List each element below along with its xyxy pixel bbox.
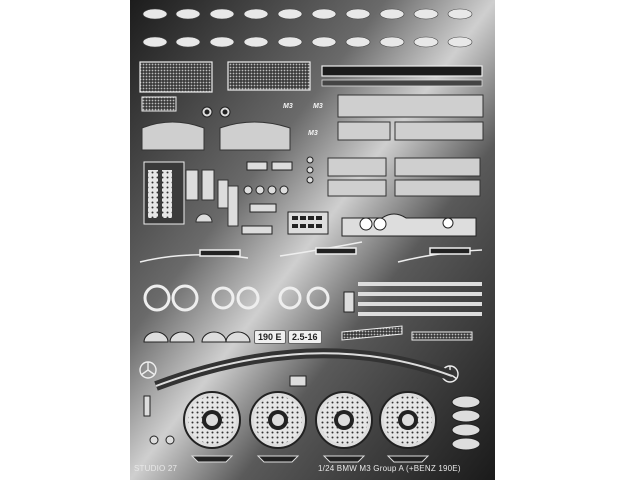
m3-badge-3: M3 [308, 130, 318, 137]
small-parts-left [143, 395, 175, 445]
brake-disc-1 [183, 391, 241, 449]
m3-badge-1: M3 [283, 103, 293, 110]
brake-disc-2 [249, 391, 307, 449]
window-panel-3 [394, 121, 484, 141]
mesh-strip-right [411, 331, 473, 341]
trim-strip-long-2 [321, 79, 483, 87]
caliper-bases [190, 455, 430, 463]
dash-panel-right [219, 121, 291, 151]
pedal-assembly [143, 161, 239, 227]
plate-190e: 190 E [254, 330, 286, 344]
mesh-strip-left [341, 325, 403, 341]
plate-2-5-16: 2.5-16 [288, 330, 322, 344]
window-panel-4 [327, 157, 387, 177]
brand-label: STUDIO 27 [134, 464, 178, 473]
window-panel-7 [394, 179, 481, 197]
brake-disc-3 [315, 391, 373, 449]
window-panel-2 [337, 121, 391, 141]
dash-panel-left [141, 121, 205, 151]
switch-panel [287, 211, 329, 235]
small-plates-right [451, 395, 481, 451]
wiper-blades [139, 241, 483, 263]
m3-badge-2: M3 [313, 103, 323, 110]
star-emblem-left [139, 361, 157, 379]
photo-etch-parts-drawing [130, 0, 495, 480]
window-panel-6 [327, 179, 387, 197]
brake-disc-4 [379, 391, 437, 449]
lamp-covers [143, 331, 251, 343]
mesh-grille-large [139, 61, 213, 93]
bar-part [343, 291, 355, 313]
window-panel-5 [394, 157, 481, 177]
photo-etch-sheet [130, 0, 495, 480]
window-panel-1 [337, 94, 484, 118]
mesh-grille-wide [227, 61, 311, 91]
switch-row [241, 161, 293, 235]
rivet-strips [358, 282, 482, 316]
knob-set [201, 106, 231, 118]
bolt-column [306, 156, 314, 184]
wheel-rings [143, 284, 330, 312]
spoiler-tab [289, 375, 307, 387]
mesh-grille-small [141, 96, 177, 112]
sheet-title-label: 1/24 BMW M3 Group A (+BENZ 190E) [318, 464, 461, 473]
clip-row-top [142, 8, 473, 20]
trim-strip-long [321, 65, 483, 77]
clip-row-second [142, 36, 473, 48]
